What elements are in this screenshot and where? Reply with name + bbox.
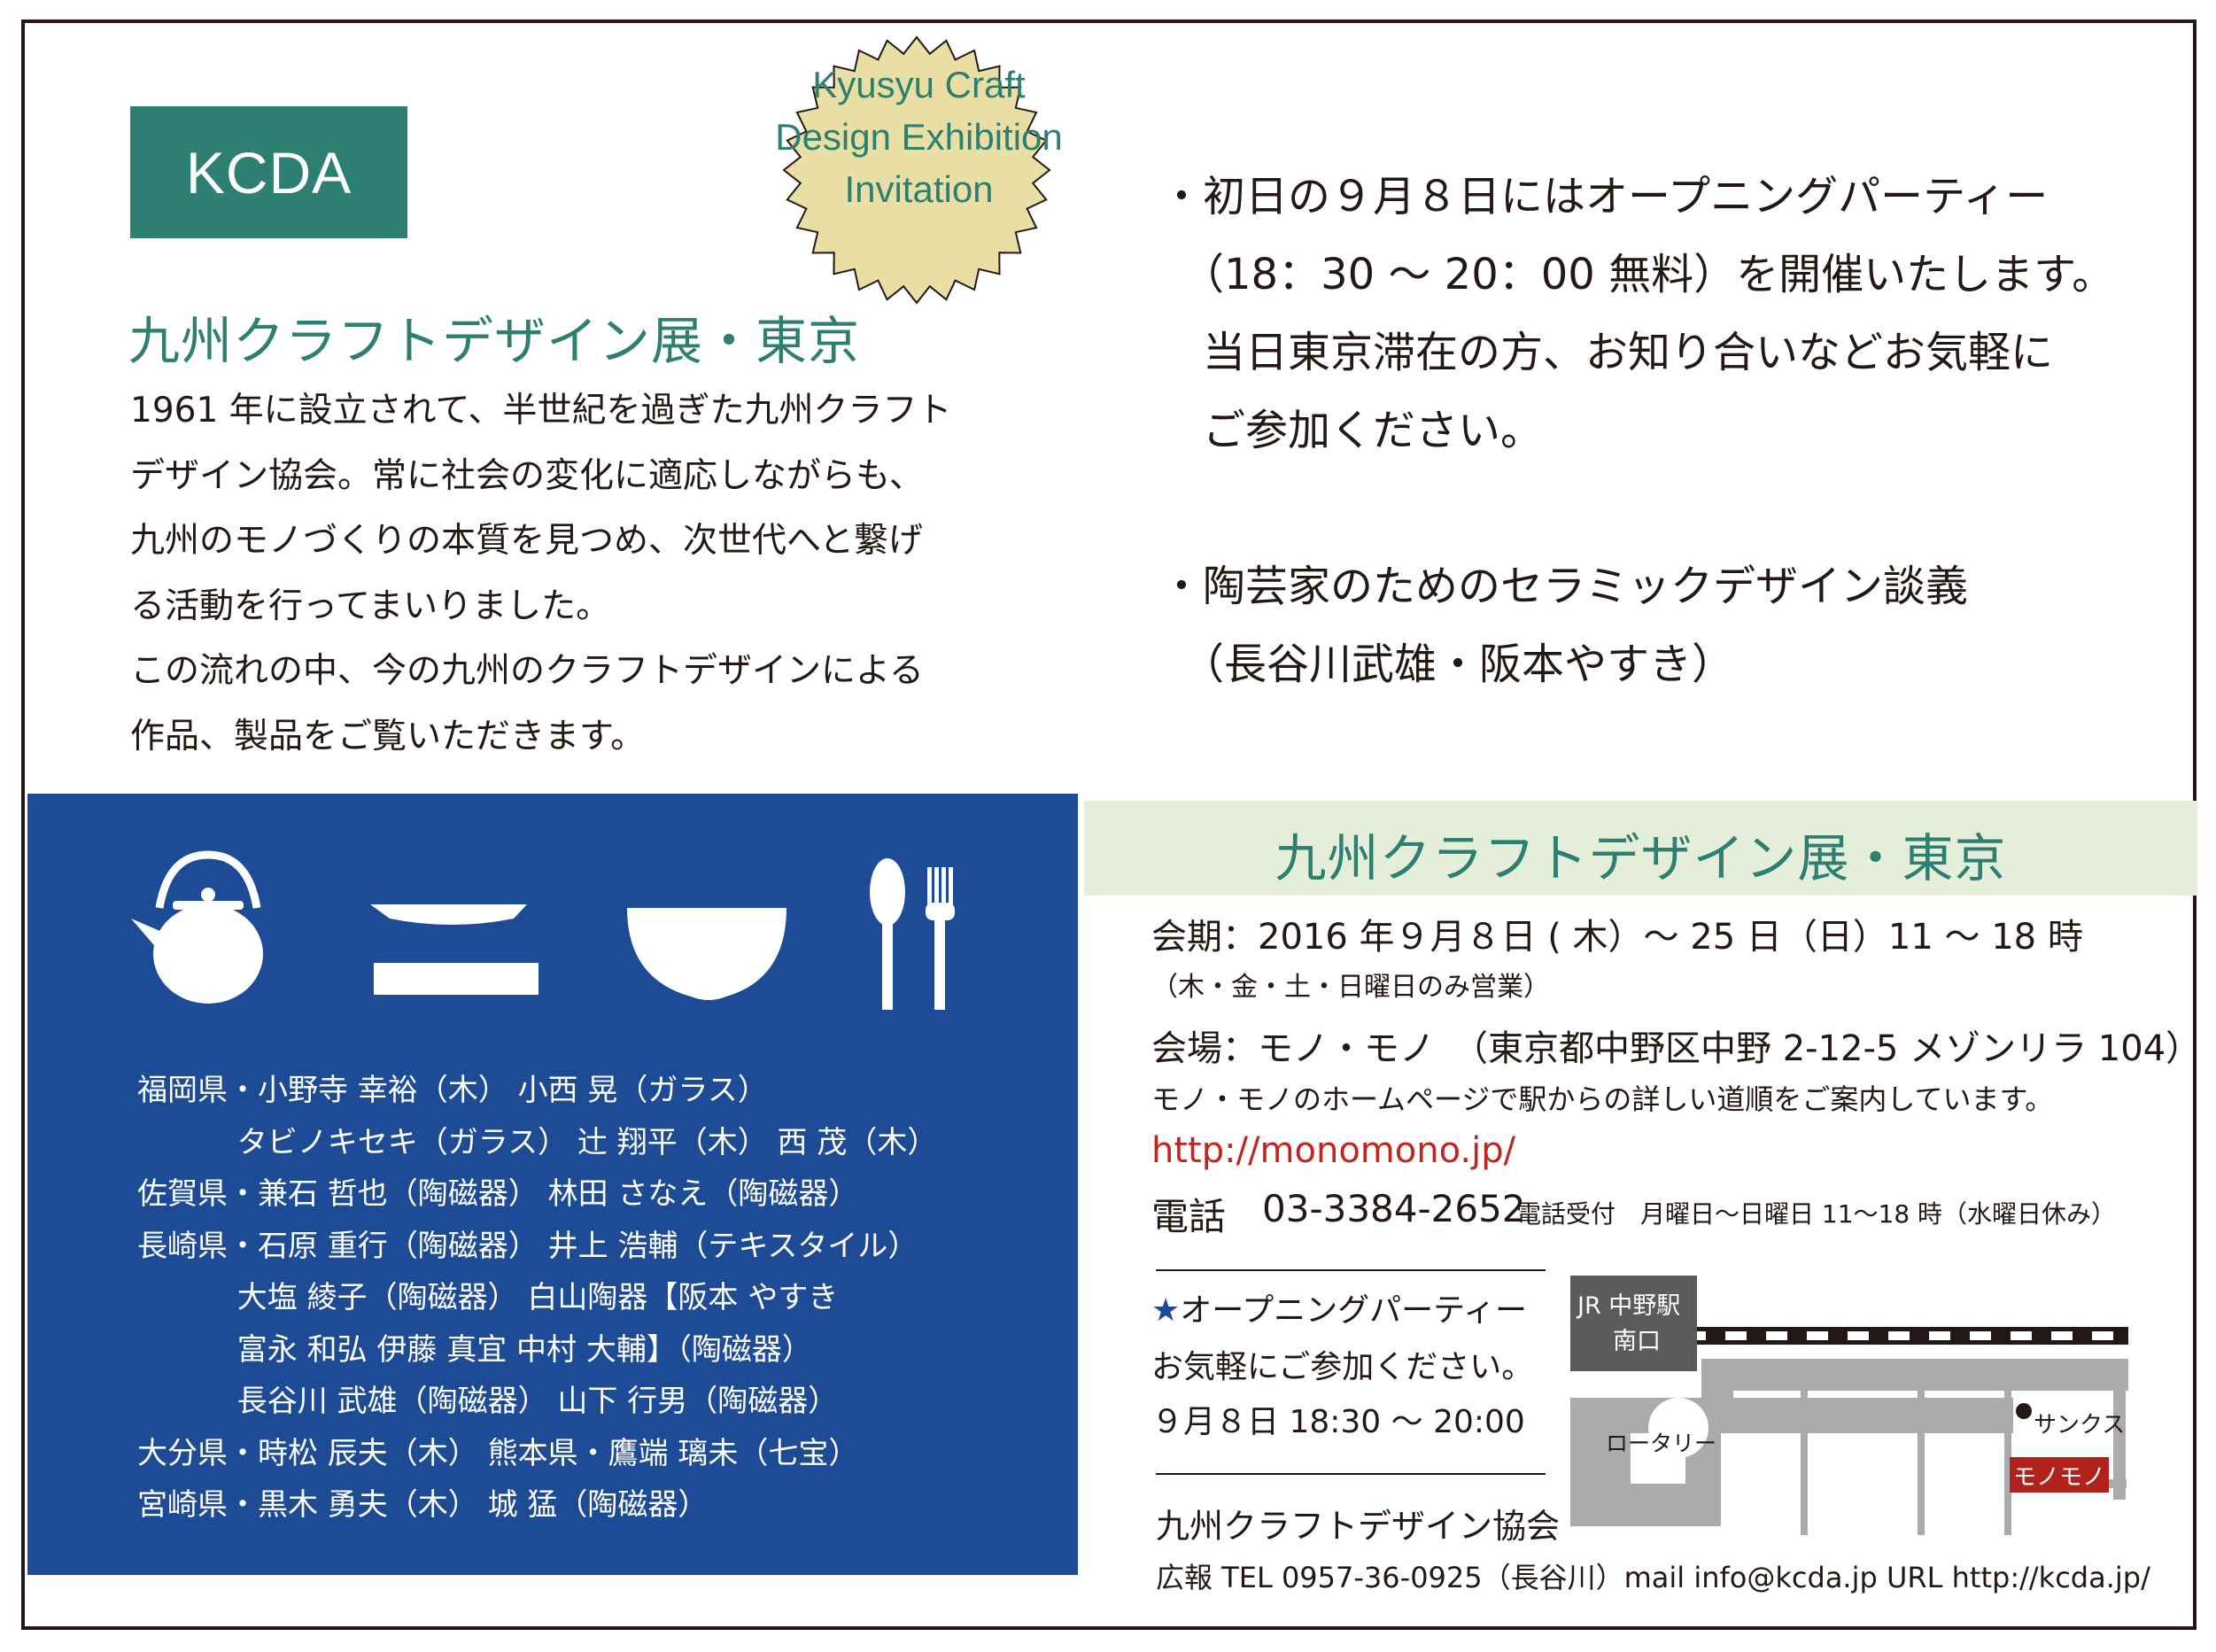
note-line (1160, 469, 2114, 547)
road (1801, 1371, 1808, 1535)
rail-tie (1706, 1331, 1725, 1340)
spoon-icon (870, 858, 905, 1010)
rail-tie (1950, 1331, 1970, 1340)
note-line: 当日東京滞在の方、お知り合いなどお気軽に (1160, 328, 2054, 377)
note-line: ・初日の９月８日にはオープニングパーティー (1160, 172, 2049, 221)
note-line: ご参加ください。 (1160, 406, 1544, 455)
sunkus-label: サンクス (2034, 1412, 2126, 1439)
road (2113, 1371, 2126, 1500)
rail-tie (2113, 1331, 2128, 1340)
road (2004, 1371, 2011, 1535)
artist-line: 富永 和弘 伊藤 真宜 中村 大輔】（陶磁器） (137, 1331, 812, 1368)
artist-line: 福岡県・小野寺 幸裕（木） 小西 晃（ガラス） (137, 1073, 768, 1108)
plate-icon (370, 904, 539, 995)
shop-marker: モノモノ (2010, 1457, 2109, 1493)
artist-line: 長崎県・石原 重行（陶磁器） 井上 浩輔（テキスタイル） (137, 1228, 918, 1264)
rotary-circle (1648, 1398, 1708, 1458)
intro-paragraph: 1961 年に設立されて、半世紀を過ぎた九州クラフト デザイン協会。常に社会の変… (130, 378, 1007, 769)
rail-tie (1747, 1331, 1766, 1340)
invitation-badge-text: Kyusyu Craft Design Exhibition Invitatio… (744, 58, 1094, 215)
store-marker-icon (2016, 1403, 2032, 1419)
rail-tie (1869, 1331, 1888, 1340)
event-title: 九州クラフトデザイン展・東京 (1275, 828, 2007, 888)
party-heading: ★オープニングパーティー (1151, 1284, 1527, 1330)
artist-line: タビノキセキ（ガラス） 辻 翔平（木） 西 茂（木） (137, 1124, 938, 1160)
badge-line: Design Exhibition (775, 116, 1063, 158)
divider (1156, 1269, 1546, 1271)
railway-track-icon (1697, 1327, 2128, 1345)
artist-line: 大塩 綾子（陶磁器） 白山陶器【阪本 やすき (137, 1280, 839, 1315)
seal-badge-icon (782, 35, 1051, 305)
road (1701, 1359, 2128, 1391)
artist-line: 宮崎県・黒木 勇夫（木） 城 猛（陶磁器） (137, 1487, 709, 1523)
party-time: ９月８日 18:30 ～ 20:00 (1151, 1404, 1525, 1440)
rail-tie (1991, 1331, 2011, 1340)
kcda-logo: KCDA (130, 106, 407, 238)
station-label: JR 中野駅 (1577, 1292, 1681, 1320)
contact-info: 広報 TEL 0957-36-0925（長谷川）mail info@kcda.j… (1156, 1561, 2150, 1594)
directions-note: モノ・モノのホームページで駅からの詳しい道順をご案内しています。 (1151, 1082, 2054, 1116)
intro-line: 1961 年に設立されて、半世紀を過ぎた九州クラフト (130, 391, 952, 430)
access-map: JR 中野駅 南口 ロータリー サンクス モノモノ (1570, 1276, 2137, 1541)
road (1918, 1371, 1925, 1535)
intro-line: 九州のモノづくりの本質を見つめ、次世代へと繋げ (130, 521, 924, 561)
note-line: ・陶芸家のためのセラミックデザイン談義 (1160, 562, 1969, 611)
rail-tie (2032, 1331, 2051, 1340)
note-line: （18：30 ～ 20：00 無料）を開催いたします。 (1160, 250, 2115, 299)
tableware-icons (131, 850, 955, 1010)
event-notes: ・初日の９月８日にはオープニングパーティー （18：30 ～ 20：00 無料）… (1160, 158, 2114, 703)
intro-line: 作品、製品をご覧いただきます。 (130, 716, 646, 756)
intro-line: この流れの中、今の九州のクラフトデザインによる (130, 651, 924, 691)
star-icon: ★ (1151, 1292, 1181, 1329)
event-title-band (1084, 801, 2197, 896)
organization-name: 九州クラフトデザイン協会 (1156, 1507, 1561, 1546)
teapot-icon (131, 850, 263, 1004)
venue: 会場：モノ・モノ （東京都中野区中野 2-12-5 メゾンリラ 104） (1151, 1028, 2202, 1069)
artist-list: 福岡県・小野寺 幸裕（木） 小西 晃（ガラス） タビノキセキ（ガラス） 辻 翔平… (137, 1065, 937, 1532)
rail-tie (2073, 1331, 2092, 1340)
party-title: オープニングパーティー (1180, 1292, 1527, 1329)
rotary-label: ロータリー (1606, 1431, 1717, 1456)
party-invite: お気軽にご参加ください。 (1151, 1349, 1534, 1385)
artist-line: 長谷川 武雄（陶磁器） 山下 行男（陶磁器） (137, 1384, 839, 1419)
road (1570, 1398, 2013, 1433)
intro-line: る活動を行ってまいりました。 (130, 586, 611, 626)
intro-line: デザイン協会。常に社会の変化に適応しながらも、 (130, 455, 924, 496)
tel-hours: 電話受付 月曜日～日曜日 11～18 時（水曜日休み） (1516, 1199, 2117, 1229)
tel-label: 電話 (1151, 1195, 1227, 1238)
exhibition-title: 九州クラフトデザイン展・東京 (128, 311, 861, 371)
rail-tie (1787, 1331, 1807, 1340)
fork-icon (926, 867, 955, 1010)
artist-line: 佐賀県・兼石 哲也（陶磁器） 林田 さなえ（陶磁器） (137, 1176, 859, 1212)
badge-line: Invitation (844, 168, 994, 210)
note-line: （長谷川武雄・阪本やすき） (1160, 640, 1735, 689)
station-exit-label: 南口 (1613, 1328, 1661, 1355)
logo-text: KCDA (185, 139, 353, 206)
tel-number: 03-3384-2652 (1262, 1187, 1526, 1230)
station-building (1570, 1276, 1697, 1371)
venue-link[interactable]: http://monomono.jp/ (1151, 1130, 1516, 1171)
opening-days: （木・金・土・日曜日のみ営業） (1151, 972, 1550, 1003)
artist-line: 大分県・時松 辰夫（木） 熊本県・鷹端 璃未（七宝） (137, 1435, 859, 1471)
rail-tie (1828, 1331, 1848, 1340)
rail-tie (1910, 1331, 1929, 1340)
divider (1156, 1473, 1546, 1475)
bowl-icon (627, 908, 786, 1000)
badge-line: Kyusyu Craft (812, 64, 1026, 105)
event-period: 会期：2016 年９月８日 ( 木）～ 25 日（日）11 ～ 18 時 (1151, 917, 2083, 958)
